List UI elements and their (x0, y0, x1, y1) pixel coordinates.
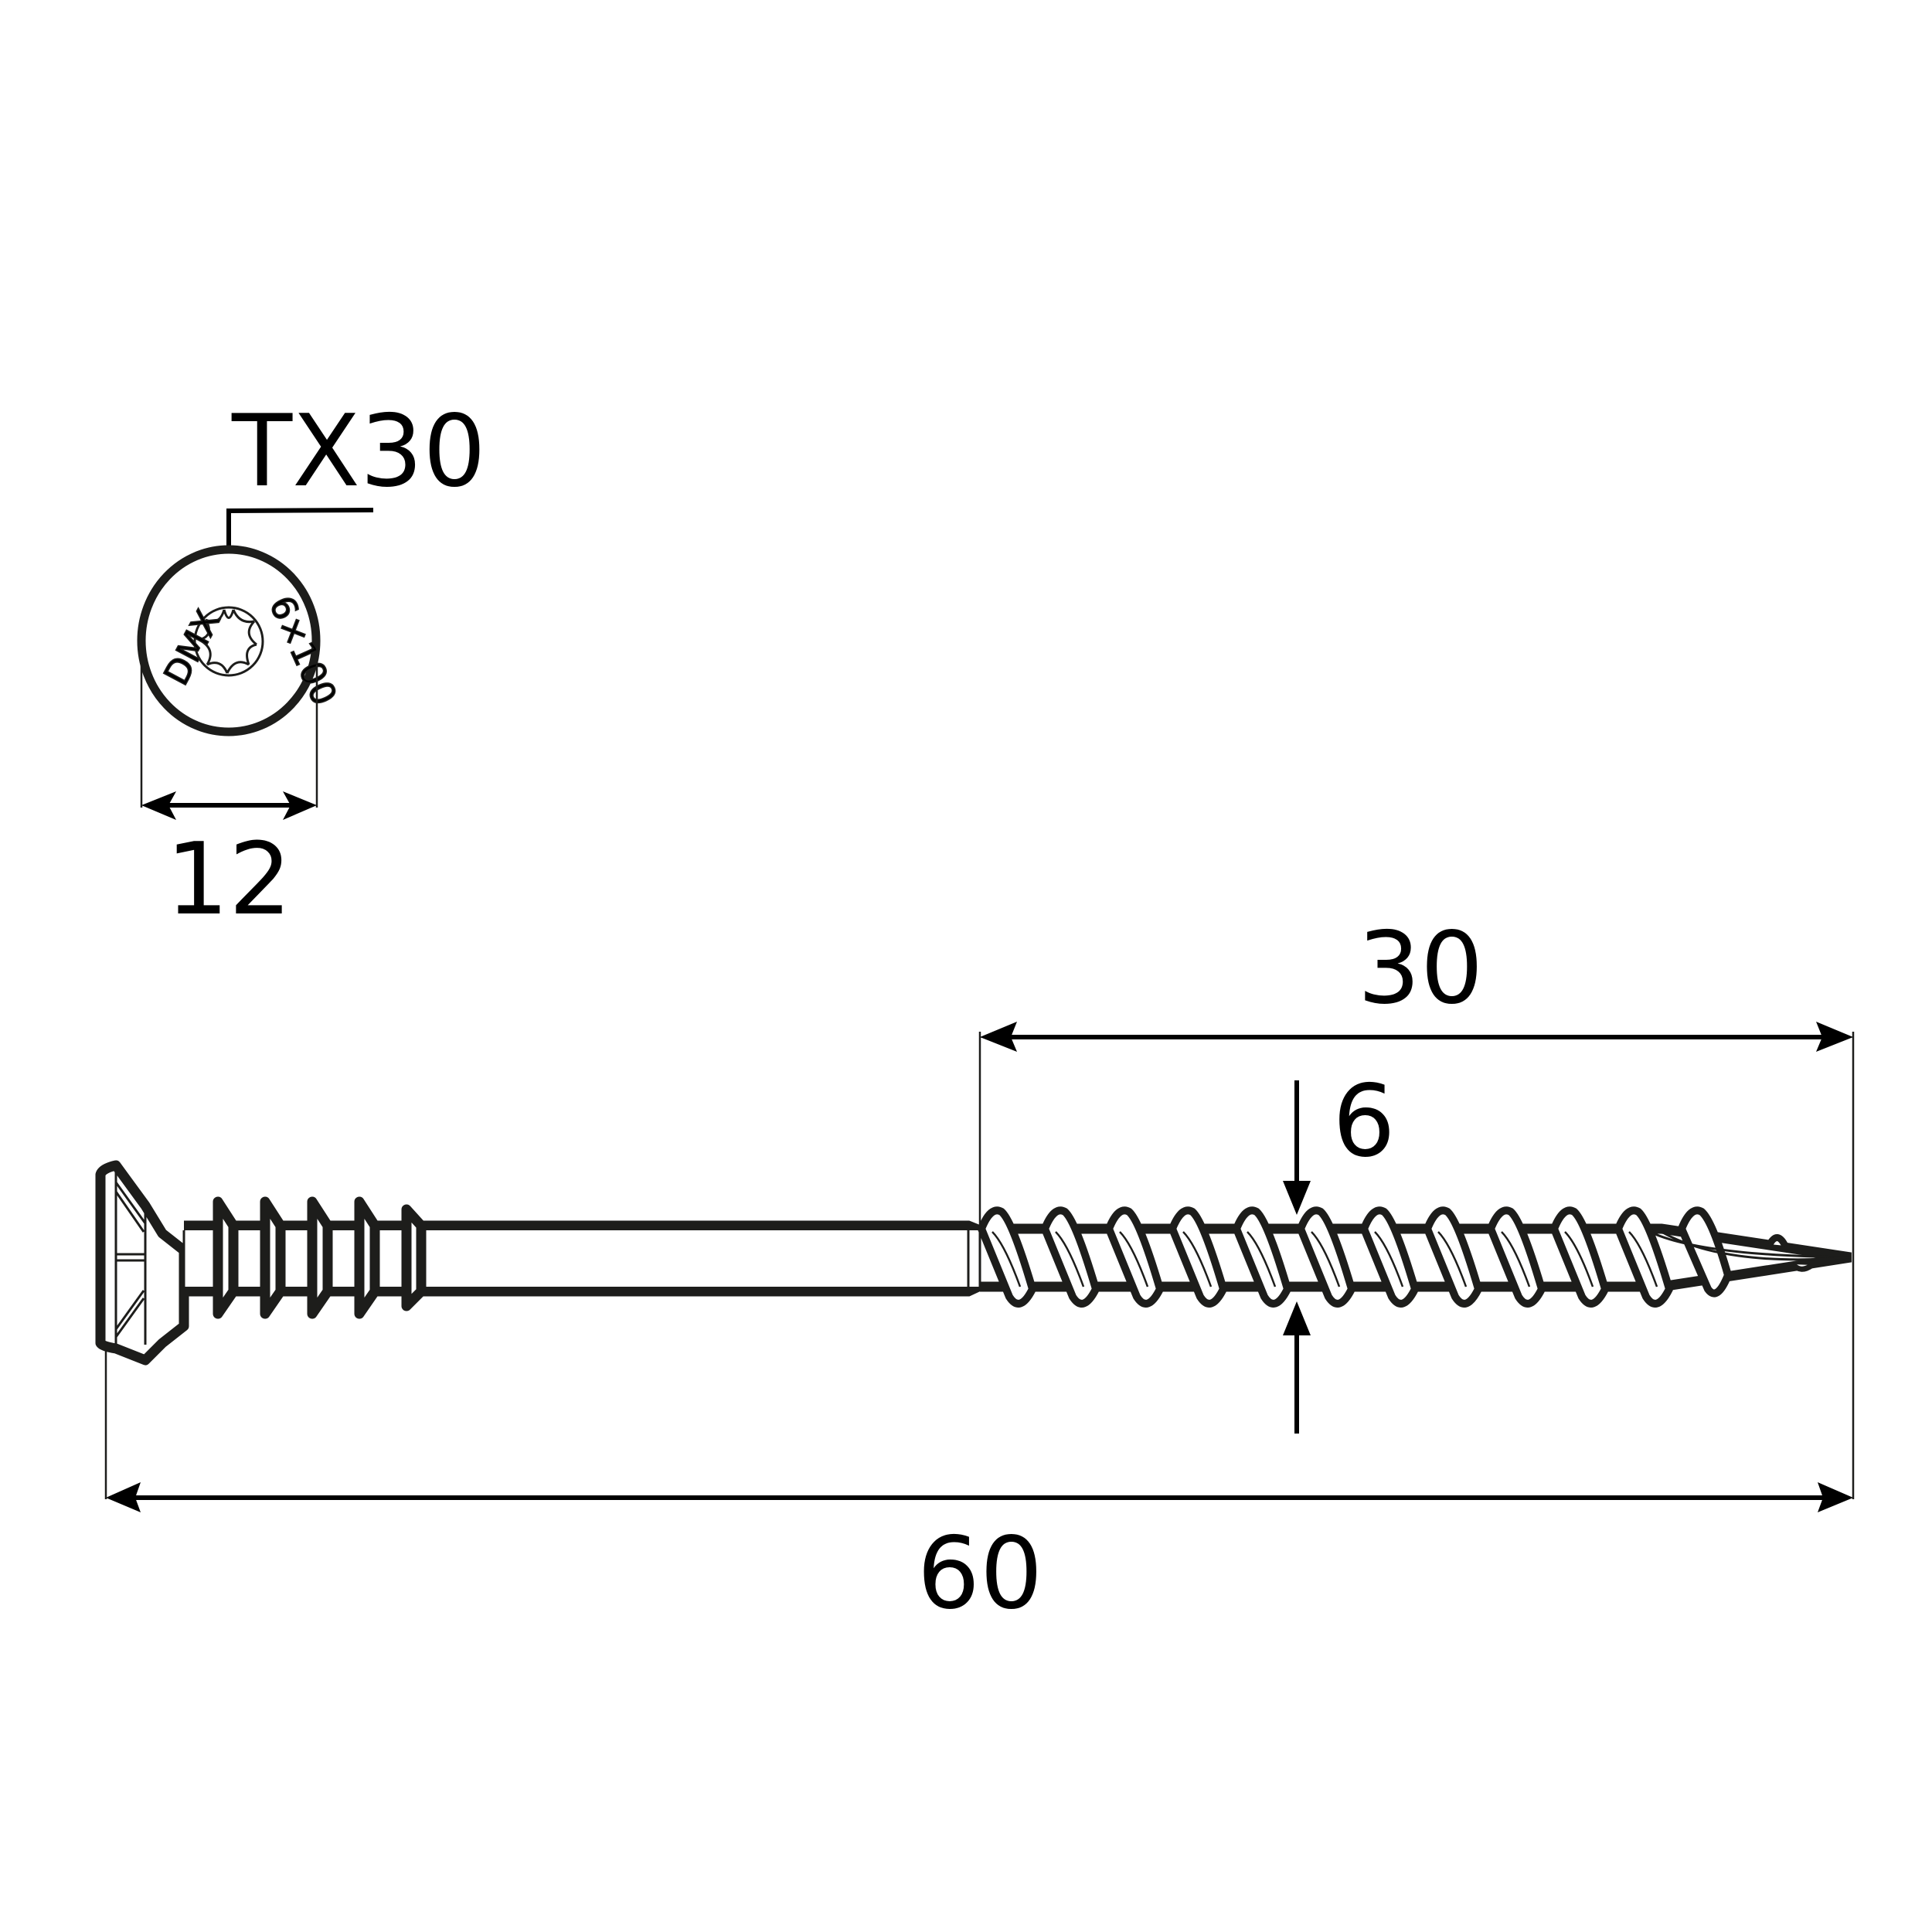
arrow-down-icon (1283, 1181, 1311, 1215)
thread-length-label: 30 (1358, 911, 1484, 1026)
upper-shank (184, 1220, 982, 1297)
arrow-right-icon (1816, 1022, 1853, 1052)
screw-head (95, 1160, 189, 1366)
head-nib-top-2 (114, 1191, 145, 1233)
total-length-label: 60 (917, 1516, 1043, 1631)
head-nib-bottom-2 (114, 1290, 145, 1330)
screw-side-view: 30 6 60 (95, 911, 1855, 1631)
arrow-right-icon (1818, 1482, 1853, 1512)
head-slot (114, 1253, 147, 1262)
arrow-left-icon (980, 1022, 1017, 1052)
head-top-view: TX30 DMX 6×100 12 (137, 394, 486, 937)
thread-diameter-label: 6 (1332, 1064, 1395, 1179)
head-circle (137, 545, 321, 736)
arrow-left-icon (141, 791, 176, 820)
arrow-right-icon (283, 791, 317, 820)
under-head-ribs (213, 1196, 427, 1319)
arrow-left-icon (106, 1482, 141, 1512)
thread-flights (978, 1206, 1852, 1308)
head-nib-top (114, 1182, 147, 1224)
arrow-up-icon (1283, 1301, 1311, 1335)
head-nib-bottom (114, 1298, 145, 1338)
drive-size-label: TX30 (231, 394, 486, 509)
torx-recess-icon (193, 606, 264, 677)
head-diameter-label: 12 (166, 822, 292, 937)
